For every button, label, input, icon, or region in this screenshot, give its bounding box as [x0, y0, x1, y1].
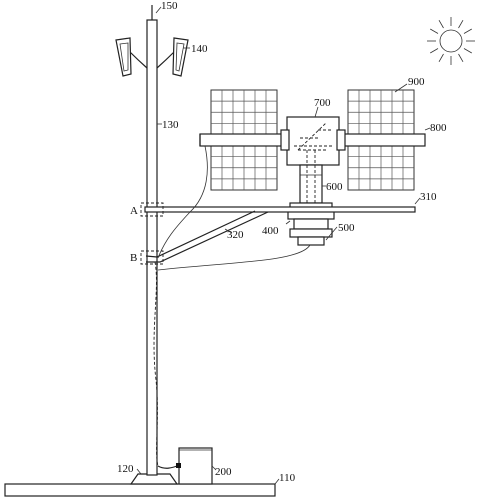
label-150: 150: [161, 0, 178, 12]
upper-arm: [144, 206, 416, 213]
label-600: 600: [326, 181, 343, 193]
ground-plate: [4, 483, 276, 497]
control-box: [176, 447, 213, 485]
lamp-left: [115, 37, 132, 77]
label-140: 140: [191, 43, 208, 55]
rotation-head: [280, 116, 346, 166]
cable-panel: [157, 145, 208, 259]
label-130: 130: [162, 119, 179, 131]
label-120: 120: [117, 463, 134, 475]
cable-down: [153, 261, 159, 467]
brace-arm: [145, 210, 256, 258]
lamp-right: [172, 37, 189, 77]
brace-clamp: [140, 250, 164, 265]
upper-arm-clamp: [140, 202, 164, 217]
label-500: 500: [338, 222, 355, 234]
label-a: A: [130, 205, 138, 217]
brace-arm-inner: [146, 211, 269, 263]
label-320: 320: [227, 229, 244, 241]
cable-head: [157, 244, 311, 271]
label-900: 900: [408, 76, 425, 88]
label-310: 310: [420, 191, 437, 203]
lamp-arm-left: [129, 51, 148, 69]
label-200: 200: [215, 466, 232, 478]
label-400: 400: [262, 225, 279, 237]
lamp-arm-right: [156, 51, 175, 69]
base-ring: [297, 236, 325, 246]
label-b: B: [130, 252, 137, 264]
pole-foot: [129, 473, 179, 485]
label-800: 800: [430, 122, 447, 134]
sun-icon: [427, 17, 475, 65]
label-700: 700: [314, 97, 331, 109]
leader-lines: [136, 6, 431, 485]
label-110: 110: [279, 472, 296, 484]
pole: [146, 19, 158, 476]
